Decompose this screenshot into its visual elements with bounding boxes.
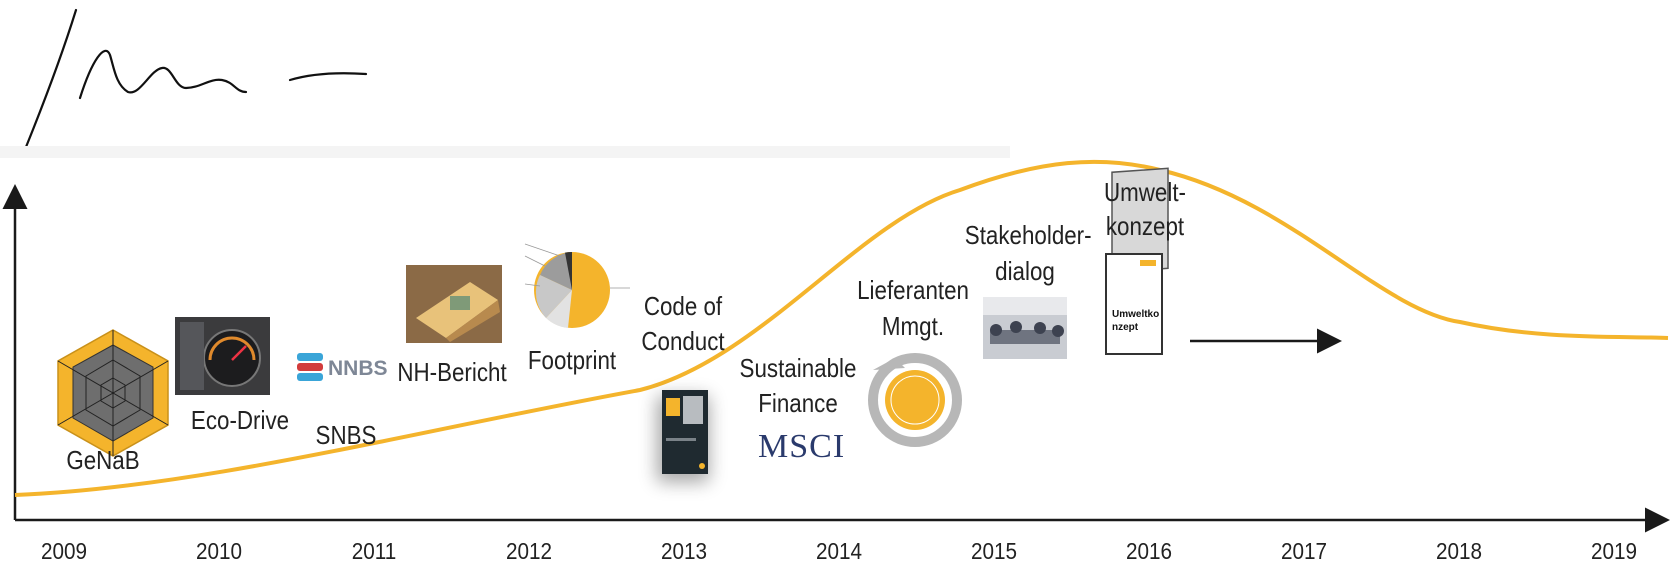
label-footprint: Footprint	[527, 345, 617, 375]
nh-bericht-photo	[406, 265, 502, 343]
year-label: 2010	[195, 538, 243, 564]
label-lieferanten-line2: Mmgt.	[881, 311, 945, 341]
header-band	[0, 146, 1010, 158]
nnbs-logo: NNBS	[297, 353, 388, 381]
footprint-pie-icon	[524, 243, 630, 328]
year-label: 2011	[351, 538, 397, 564]
year-label: 2014	[815, 538, 863, 564]
label-stakeholder-line2: dialog	[995, 256, 1055, 286]
label-eco-drive: Eco-Drive	[190, 405, 290, 435]
lieferanten-cycle-icon	[868, 353, 962, 447]
umweltkonzept-brochure: Umweltko nzept	[1105, 167, 1169, 355]
msci-logo: MSCI	[758, 428, 846, 465]
label-sustainable-finance-line1: Sustainable	[739, 353, 857, 383]
code-of-conduct-booklet	[657, 390, 709, 482]
year-label: 2017	[1280, 538, 1328, 564]
eco-drive-photo	[175, 317, 270, 395]
stakeholder-dialog-photo	[983, 297, 1067, 359]
year-label: 2012	[505, 538, 553, 564]
label-snbs: SNBS	[315, 420, 377, 450]
year-label: 2019	[1590, 538, 1638, 564]
year-label: 2013	[660, 538, 708, 564]
label-sustainable-finance-line2: Finance	[758, 388, 838, 418]
genab-radar-icon	[57, 329, 169, 457]
development-curve	[14, 159, 1669, 497]
svg-text:Umweltko: Umweltko	[1112, 309, 1159, 320]
year-label: 2018	[1435, 538, 1483, 564]
label-lieferanten-line1: Lieferanten	[857, 275, 969, 305]
year-label: 2015	[970, 538, 1018, 564]
label-code-of-conduct-line1: Code of	[643, 291, 723, 321]
signature	[24, 8, 368, 149]
year-label: 2016	[1125, 538, 1173, 564]
label-stakeholder-line1: Stakeholder-	[964, 220, 1092, 250]
label-code-of-conduct-line2: Conduct	[641, 326, 725, 356]
svg-text:NNBS: NNBS	[328, 357, 388, 380]
label-umweltkonzept-line2: konzept	[1105, 211, 1185, 241]
svg-text:nzept: nzept	[1112, 322, 1139, 333]
label-genab: GeNaB	[66, 445, 140, 475]
label-umweltkonzept-line1: Umwelt-	[1104, 177, 1186, 207]
label-nh-bericht: NH-Bericht	[397, 357, 507, 387]
year-label: 2009	[40, 538, 88, 564]
